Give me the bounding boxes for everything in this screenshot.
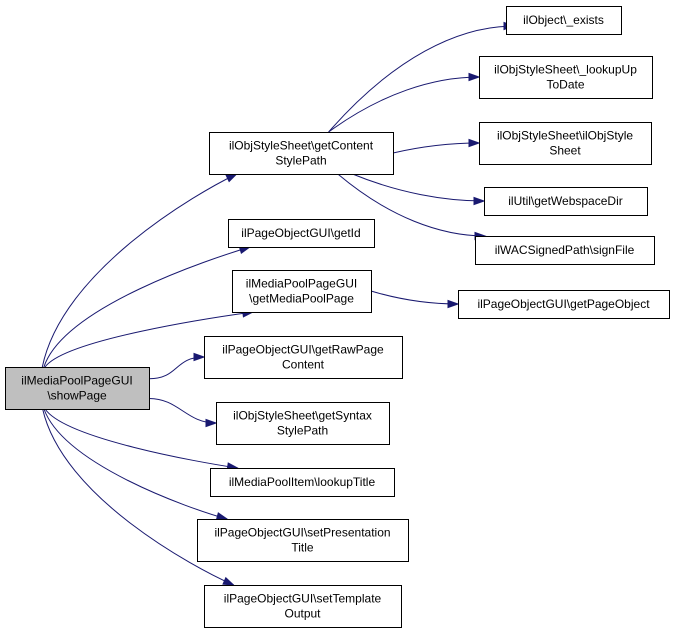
function-node-il-obj-style-sheet[interactable]: ilObjStyleSheet\ilObjStyleSheet [479,122,652,165]
node-box [475,236,655,265]
node-label-line: ilWACSignedPath\signFile [495,243,635,257]
node-label-line: ilPageObjectGUI\setPresentation [214,526,390,540]
node-label-line: \getMediaPoolPage [249,292,354,306]
node-label-line: ilPageObjectGUI\setTemplate [224,592,382,606]
function-node-sign-file[interactable]: ilWACSignedPath\signFile [475,236,655,265]
edge-get-media-pool-page-to-get-page-object [370,290,460,309]
function-node-get-webspace-dir[interactable]: ilUtil\getWebspaceDir [484,187,648,216]
call-graph-nodes: ilMediaPoolPageGUI\showPageilObjStyleShe… [5,6,670,628]
node-box [197,519,409,562]
edge-get-content-style-path-to-lookup-up-to-date [328,72,481,133]
edge-arrowhead [473,196,486,206]
edge-line [44,311,253,368]
node-box [506,6,622,35]
node-label-line: ilObject\_exists [523,13,604,27]
node-box [232,270,372,313]
node-box [204,336,403,379]
edge-arrowhead [468,72,481,82]
node-label-line: ilPageObjectGUI\getRawPage [222,343,384,357]
function-node-get-id[interactable]: ilPageObjectGUI\getId [228,219,375,248]
edge-arrowhead [205,418,218,428]
node-label-line: StylePath [275,154,326,168]
node-box [210,468,395,497]
function-node-exists[interactable]: ilObject\_exists [506,6,622,35]
edge-root-to-get-raw-page-content [148,352,206,380]
call-graph-edges [41,21,516,586]
edge-get-content-style-path-to-get-webspace-dir [352,173,486,206]
node-box [5,367,150,410]
node-box [216,402,390,445]
node-box [479,56,653,99]
edge-root-to-get-syntax-style-path [148,398,218,428]
edge-line [392,142,480,154]
edge-line [42,408,234,586]
node-label-line: ilMediaPoolItem\lookupTitle [229,475,376,489]
edge-arrowhead [447,299,460,309]
edge-arrowhead [215,512,229,521]
node-label-line: ilObjStyleSheet\_lookupUp [494,63,637,77]
edge-line [41,173,237,368]
node-label-line: ilMediaPoolPageGUI [246,277,357,291]
edge-line [328,25,515,133]
edge-arrowhead [225,173,238,183]
edge-get-content-style-path-to-il-obj-style-sheet [392,138,481,154]
edge-arrowhead [193,352,206,362]
node-label-line: Content [282,358,325,372]
edge-root-to-set-template-output [42,408,235,586]
node-label-line: ToDate [546,78,584,92]
node-label-line: Output [284,607,321,621]
node-box [228,219,375,248]
function-node-get-page-object[interactable]: ilPageObjectGUI\getPageObject [458,290,670,319]
node-label-line: Title [291,541,314,555]
node-box [484,187,648,216]
node-label-line: ilObjStyleSheet\getSyntax [233,409,372,423]
function-node-get-media-pool-page[interactable]: ilMediaPoolPageGUI\getMediaPoolPage [232,270,372,313]
edge-line [337,173,486,237]
edge-line [328,76,480,133]
node-box [209,132,394,175]
edge-line [352,173,485,202]
edge-line [43,408,228,520]
edge-root-to-set-presentation-title [43,408,229,521]
node-label-line: ilObjStyleSheet\ilObjStyle [497,129,633,143]
node-label-line: ilObjStyleSheet\getContent [229,139,374,153]
root-node-root[interactable]: ilMediaPoolPageGUI\showPage [5,367,150,410]
edge-arrowhead [468,138,481,148]
function-node-lookup-title[interactable]: ilMediaPoolItem\lookupTitle [210,468,395,497]
edge-line [43,246,251,368]
node-box [204,585,402,628]
edge-root-to-lookup-title [44,408,240,471]
edge-arrowhead [222,576,235,586]
edge-line [370,290,459,305]
node-label-line: \showPage [47,389,107,403]
node-box [458,290,670,319]
node-label-line: ilPageObjectGUI\getId [241,226,360,240]
node-label-line: Sheet [549,144,581,158]
node-label-line: ilPageObjectGUI\getPageObject [477,297,650,311]
node-label-line: StylePath [277,424,328,438]
node-box [479,122,652,165]
node-label-line: ilUtil\getWebspaceDir [508,194,623,208]
edge-line [44,408,238,469]
node-label-line: ilMediaPoolPageGUI [21,374,132,388]
